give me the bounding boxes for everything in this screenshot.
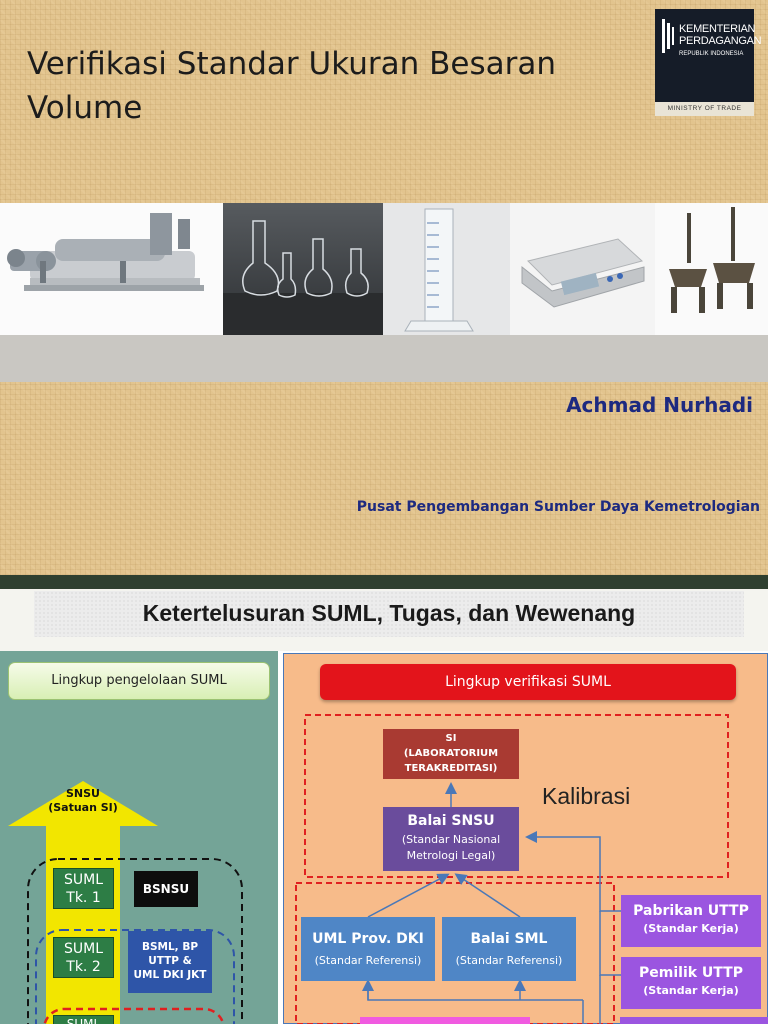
suml-level-3-box: SUML: [53, 1015, 114, 1024]
logo-ministry-of-trade: MINISTRY OF TRADE: [655, 102, 754, 116]
pemilik-uttp-box: Pemilik UTTP (Standar Kerja): [621, 957, 761, 1009]
calibration-label: Kalibrasi: [542, 783, 631, 809]
ministry-emblem-icon: [662, 19, 674, 53]
divider-band: [0, 335, 768, 382]
organization-name: Pusat Pengembangan Sumber Daya Kemetrolo…: [356, 499, 760, 515]
title-slide: Verifikasi Standar Ukuran Besaran Volume…: [0, 0, 768, 575]
pemilik-sub: (Standar Kerja): [643, 984, 739, 997]
balai-snsu-sub-1: (Standar Nasional: [401, 833, 501, 846]
balai-sml-title: Balai SML: [470, 931, 548, 947]
suml2-line-1: SUML: [63, 941, 103, 957]
uml-prov-dki-box: UML Prov. DKI (Standar Referensi): [301, 917, 435, 981]
equipment-photo-strip: [0, 203, 768, 335]
balai-sml-sub: (Standar Referensi): [455, 954, 563, 967]
digital-scale-photo: [510, 203, 655, 335]
suml-level-1-box: SUML Tk. 1: [53, 868, 114, 909]
pabrikan-title: Pabrikan UTTP: [633, 903, 749, 919]
snsu-label: SNSU (Satuan SI): [46, 787, 120, 827]
bsml-line-1: BSML, BP: [141, 941, 199, 953]
volumetric-flasks-photo: [223, 203, 383, 335]
ministry-logo: KEMENTERIAN PERDAGANGAN REPUBLIK INDONES…: [655, 9, 762, 116]
balai-sml-box: Balai SML (Standar Referensi): [442, 917, 576, 981]
balai-snsu-sub-2: Metrologi Legal): [406, 849, 496, 862]
uml-dki-title: UML Prov. DKI: [312, 931, 424, 947]
pabrikan-uttp-box: Pabrikan UTTP (Standar Kerja): [621, 895, 761, 947]
diagram-slide: Ketertelusuran SUML, Tugas, dan Wewenang…: [0, 575, 768, 1024]
si-line-1: SI: [445, 733, 457, 744]
pabrikan-sub: (Standar Kerja): [643, 922, 739, 935]
suml1-line-2: Tk. 1: [66, 890, 101, 906]
snsu-line-1: SNSU: [66, 787, 100, 800]
si-lab-box: SI (LABORATORIUM TERAKREDITASI): [383, 729, 519, 779]
logo-line-3: REPUBLIK INDONESIA: [679, 51, 744, 57]
si-line-2: (LABORATORIUM: [403, 748, 499, 759]
slide-top-bar: [0, 575, 768, 589]
balai-snsu-box: Balai SNSU (Standar Nasional Metrologi L…: [383, 807, 519, 871]
calibration-dashed-area: [304, 714, 729, 878]
snsu-line-2: (Satuan SI): [48, 801, 118, 814]
suml3-line-1: SUML: [66, 1017, 101, 1024]
suml2-line-2: Tk. 2: [66, 959, 101, 975]
logo-line-2: PERDAGANGAN: [679, 35, 762, 47]
slide-title: Ketertelusuran SUML, Tugas, dan Wewenang: [142, 600, 636, 626]
bsnsu-box: BSNSU: [134, 871, 198, 907]
bsml-line-2: UTTP &: [148, 955, 192, 967]
bottom-magenta-box: [360, 1017, 530, 1024]
suml1-line-1: SUML: [63, 872, 103, 888]
slide-title: Verifikasi Standar Ukuran Besaran Volume: [27, 46, 556, 126]
group-dashed-outline-black: [27, 858, 243, 1024]
suml-level-2-box: SUML Tk. 2: [53, 937, 114, 978]
prover-skid-photo: [0, 203, 223, 335]
title-box: Ketertelusuran SUML, Tugas, dan Wewenang: [34, 591, 744, 637]
author-name: Achmad Nurhadi: [566, 393, 753, 417]
balai-snsu-title: Balai SNSU: [407, 813, 495, 829]
logo-line-1: KEMENTERIAN: [679, 23, 756, 35]
standard-weights-photo: [655, 203, 768, 335]
uml-dki-sub: (Standar Referensi): [314, 954, 422, 967]
si-line-3: TERAKREDITASI): [404, 763, 498, 774]
measuring-cylinder-photo: [383, 203, 510, 335]
bsml-box: BSML, BP UTTP & UML DKI JKT: [128, 931, 212, 993]
verification-scope-label: Lingkup verifikasi SUML: [320, 664, 736, 700]
pemilik-title: Pemilik UTTP: [639, 965, 743, 981]
group-dashed-outline-blue: [35, 929, 235, 1024]
bsml-line-3: UML DKI JKT: [133, 969, 207, 981]
management-scope-label: Lingkup pengelolaan SUML: [8, 662, 270, 700]
